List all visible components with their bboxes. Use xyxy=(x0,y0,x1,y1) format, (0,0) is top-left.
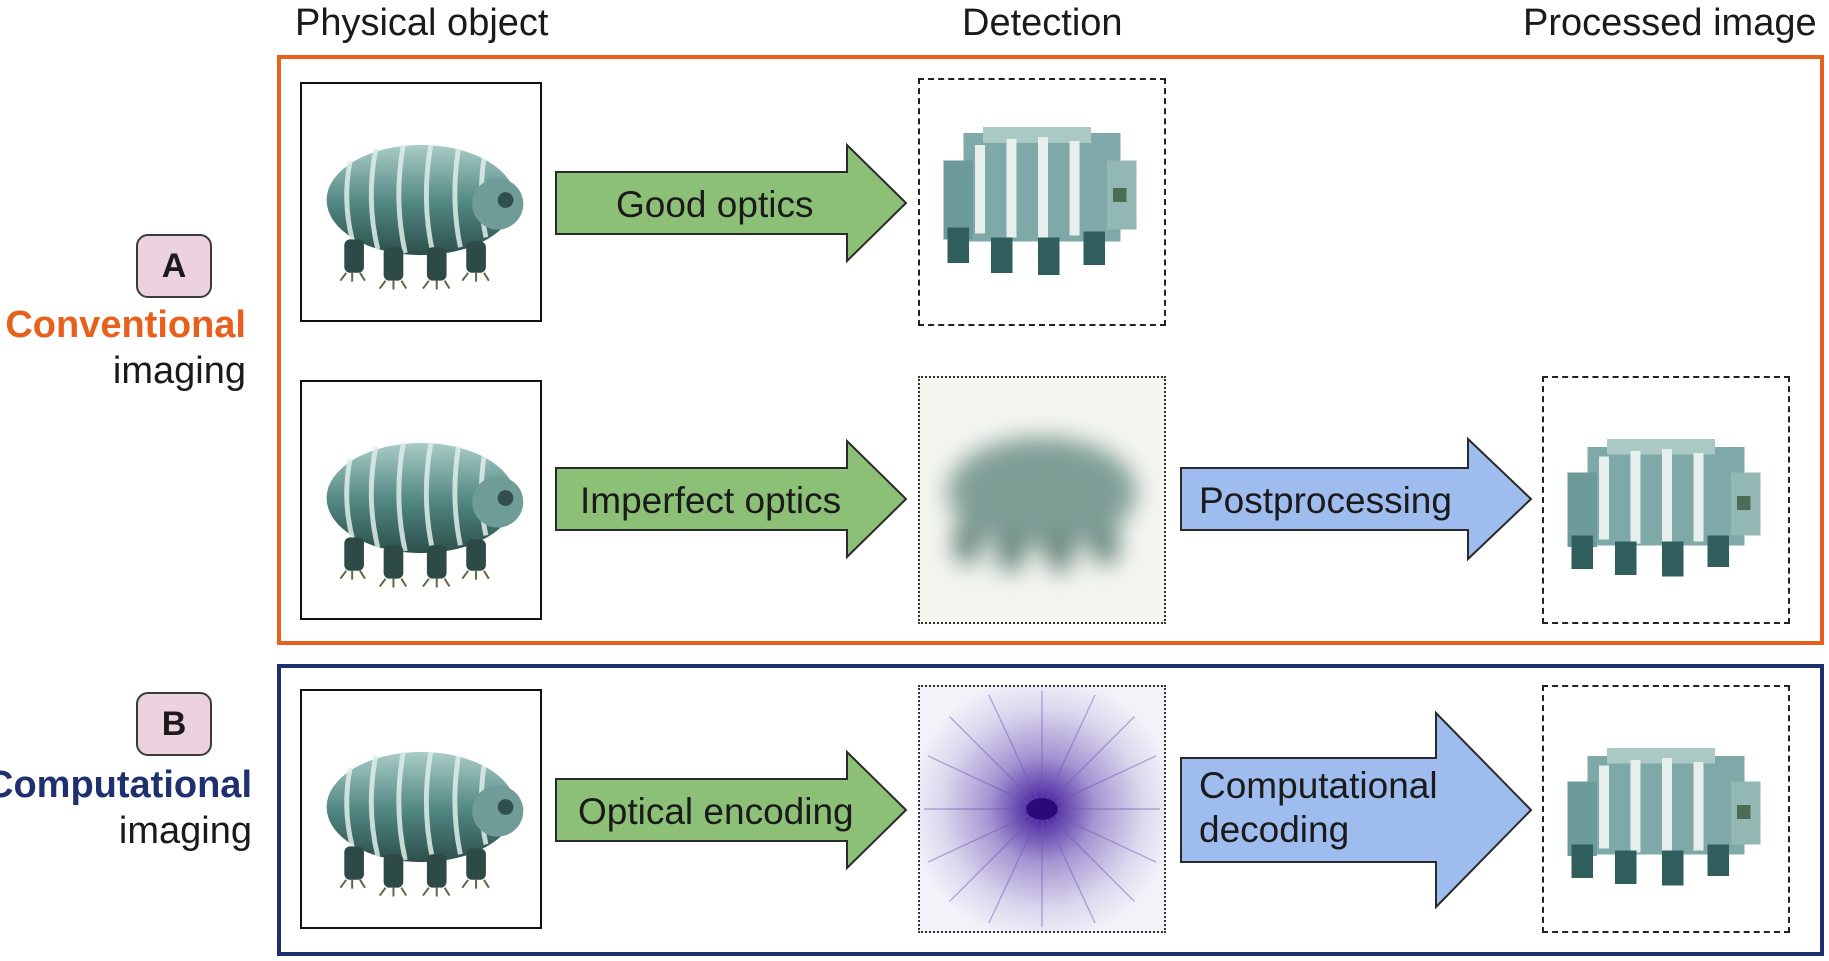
good-optics-arrow xyxy=(553,142,909,264)
physical-object-image-row1 xyxy=(300,82,542,322)
optical-encoding-arrow xyxy=(553,749,909,871)
computational-imaging-panel xyxy=(277,664,1824,956)
section-b-badge: B xyxy=(136,692,212,756)
detection-image-row1 xyxy=(918,78,1166,326)
postprocessing-label: Postprocessing xyxy=(1199,480,1452,521)
processed-image-row3 xyxy=(1542,685,1790,933)
detection-image-encoded-pattern xyxy=(918,685,1166,933)
section-a-subtitle: imaging xyxy=(112,350,246,392)
postprocessing-arrow xyxy=(1178,436,1534,562)
column-header-detection: Detection xyxy=(962,2,1123,44)
section-b-subtitle: imaging xyxy=(118,810,252,852)
detection-image-row2-blurred xyxy=(918,376,1166,624)
processed-image-row2 xyxy=(1542,376,1790,624)
column-header-processed-image: Processed image xyxy=(1523,2,1817,44)
imperfect-optics-label: Imperfect optics xyxy=(580,480,842,521)
tardigrade-icon xyxy=(326,751,524,897)
tardigrade-processed-icon xyxy=(1567,439,1761,577)
tardigrade-icon xyxy=(326,442,524,588)
column-header-physical-object: Physical object xyxy=(295,2,549,44)
imperfect-optics-arrow xyxy=(553,438,909,560)
computational-decoding-label-line2: decoding xyxy=(1199,809,1350,850)
section-a-badge: A xyxy=(136,234,212,298)
physical-object-image-row2 xyxy=(300,380,542,620)
blurred-tardigrade-icon xyxy=(947,437,1137,573)
conventional-imaging-panel xyxy=(277,55,1824,645)
computational-decoding-arrow xyxy=(1178,710,1534,910)
physical-object-image-row3 xyxy=(300,689,542,929)
tardigrade-detected-icon xyxy=(943,127,1137,275)
section-a-title: Conventional xyxy=(5,304,246,346)
computational-decoding-label: Computational decoding xyxy=(1199,764,1438,852)
tardigrade-processed-icon xyxy=(1567,748,1761,886)
computational-decoding-label-line1: Computational xyxy=(1199,765,1438,806)
tardigrade-icon xyxy=(326,144,524,290)
encoded-psf-pattern-icon xyxy=(920,687,1164,931)
good-optics-label: Good optics xyxy=(616,184,814,225)
section-b-title: Computational xyxy=(0,764,252,806)
optical-encoding-label: Optical encoding xyxy=(578,791,854,832)
